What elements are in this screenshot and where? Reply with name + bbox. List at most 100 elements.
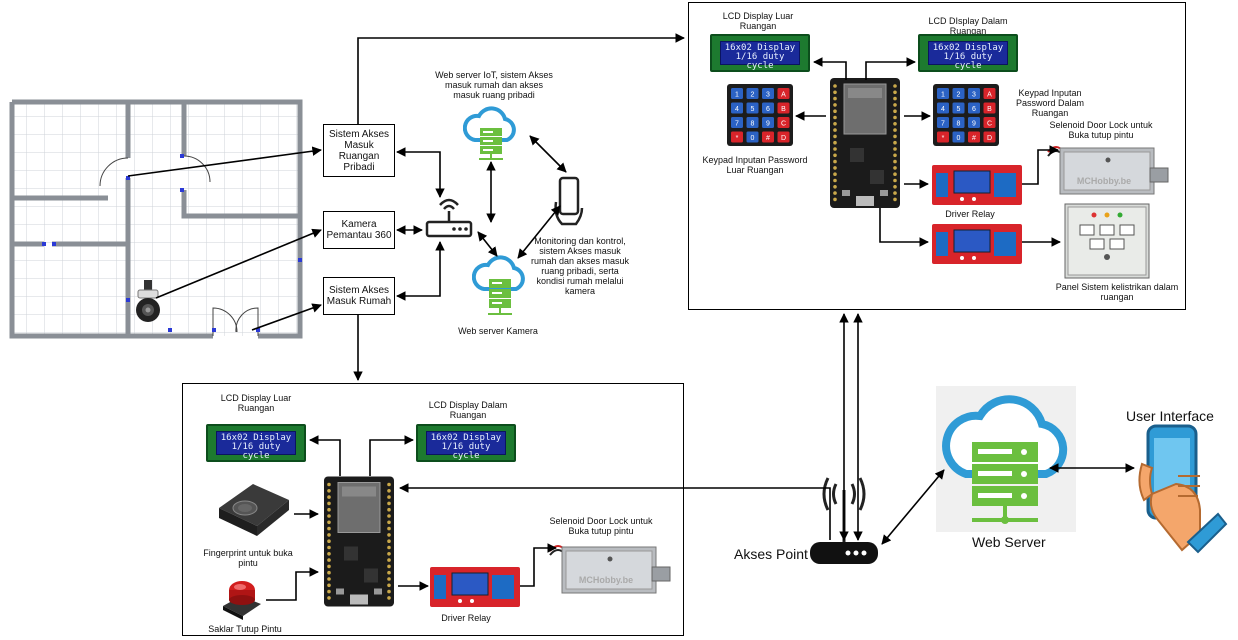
keypad-key: [968, 88, 980, 99]
keypad-key: [777, 88, 790, 99]
private-room-panel: [688, 2, 1186, 310]
private-room-access-box: Sistem Akses Masuk Ruangan Pribadi: [323, 124, 395, 177]
web-server-camera-icon: [472, 255, 525, 315]
keypad-key-label: 9: [766, 121, 770, 128]
keypad-key: [762, 88, 774, 99]
keypad-key-label: 9: [972, 121, 976, 128]
keypad-key-label: 7: [941, 121, 945, 128]
fingerprint-label: Fingerprint untuk buka pintu: [203, 548, 293, 568]
b-lcd-out-label: LCD Display Luar Ruangan: [220, 393, 292, 413]
keypad-key-label: *: [942, 135, 945, 142]
tr-solenoid-label: Selenoid Door Lock untuk Buka tutup pint…: [1049, 120, 1153, 140]
keypad-key: [762, 102, 774, 114]
keypad-key-label: 0: [751, 135, 755, 142]
tr-keypad-out-label: Keypad Inputan Password Luar Ruangan: [702, 155, 808, 175]
keypad-key-label: 1: [735, 92, 739, 99]
keypad-key: [731, 131, 743, 143]
switch-label: Saklar Tutup Pintu: [208, 624, 282, 634]
keypad-key-label: 6: [766, 106, 770, 113]
keypad-key: [952, 117, 965, 128]
keypad-key: [746, 102, 759, 114]
keypad-key: [983, 117, 996, 128]
lcd-line1: 16x02 Display: [724, 43, 796, 53]
keypad-key: [746, 117, 759, 128]
tr-relay-label: Driver Relay: [945, 209, 995, 219]
keypad-key: [968, 102, 980, 114]
tr-lcd-in-label: LCD DIsplay Dalam Ruangan: [928, 16, 1008, 36]
keypad-key-label: 3: [766, 92, 770, 99]
b-esp32-board: [324, 476, 394, 607]
tr-relay-1: [932, 165, 1022, 205]
solenoid-brand: MCHobby.be: [1077, 176, 1131, 186]
keypad-key: [937, 131, 949, 143]
b-solenoid-label: Selenoid Door Lock untuk Buka tutup pint…: [549, 516, 653, 536]
lcd-line2: 1/16 duty cycle: [441, 442, 491, 461]
keypad-key: [937, 102, 949, 114]
keypad-key-label: 3: [972, 92, 976, 99]
keypad-key-label: A: [781, 92, 786, 99]
door-close-switch-icon: [223, 581, 261, 620]
b-lcd-in-label: LCD Display Dalam Ruangan: [428, 400, 508, 420]
camera-360-icon: [136, 280, 160, 322]
access-point-label: Akses Point: [734, 546, 808, 562]
tr-keypad-in-label: Keypad Inputan Password Dalam Ruangan: [1015, 88, 1085, 118]
b-relay: [430, 567, 520, 607]
keypad-key-label: #: [972, 135, 976, 142]
keypad-key: [746, 88, 759, 99]
lcd-line1: 16x02 Display: [932, 43, 1004, 53]
web-server-iot-icon: [463, 106, 516, 160]
keypad-key-label: 8: [751, 121, 755, 128]
keypad-key: [937, 88, 949, 99]
keypad-key: [762, 131, 774, 143]
fingerprint-sensor-icon: [219, 484, 289, 536]
web-server-icon: [936, 386, 1076, 532]
keypad-key-label: 5: [751, 106, 755, 113]
keypad-key: [746, 131, 759, 143]
keypad-key: [731, 117, 743, 128]
keypad-key-label: 2: [751, 92, 755, 99]
keypad-key: [952, 102, 965, 114]
solenoid-brand: MCHobby.be: [579, 575, 633, 585]
keypad-key-label: 6: [972, 106, 976, 113]
tr-solenoid-lock: MCHobby.be: [1047, 146, 1169, 195]
keypad-key: [983, 88, 996, 99]
lcd-line1: 16x02 Display: [430, 433, 502, 443]
tr-lcd-out-label: LCD Display Luar Ruangan: [722, 11, 794, 31]
smartphone-hand-icon: [1138, 424, 1228, 554]
keypad-key-label: 5: [957, 106, 961, 113]
keypad-key: [937, 117, 949, 128]
camera-360-box: Kamera Pemantau 360: [323, 211, 395, 249]
keypad-key-label: 4: [735, 106, 739, 113]
keypad-key: [952, 131, 965, 143]
b-solenoid-lock: MCHobby.be: [549, 545, 671, 594]
keypad-key-label: C: [781, 121, 786, 128]
electrical-panel-icon: [1064, 203, 1150, 279]
keypad-key: [983, 102, 996, 114]
keypad-key-label: C: [987, 121, 992, 128]
keypad-key-label: 7: [735, 121, 739, 128]
lcd-line2: 1/16 duty cycle: [943, 52, 993, 71]
keypad-key-label: 2: [957, 92, 961, 99]
web-server-iot-label: Web server IoT, sistem Akses masuk rumah…: [435, 70, 553, 100]
lcd-line2: 1/16 duty cycle: [735, 52, 785, 71]
keypad-key: [731, 102, 743, 114]
keypad-key: [777, 131, 790, 143]
keypad-key: [968, 131, 980, 143]
keypad-key: [777, 117, 790, 128]
web-server-label: Web Server: [972, 534, 1046, 550]
router-icon: [425, 198, 473, 238]
keypad-key-label: 1: [941, 92, 945, 99]
keypad-key: [983, 131, 996, 143]
keypad-key-label: D: [781, 135, 786, 142]
lcd-line1: 16x02 Display: [220, 433, 292, 443]
keypad-key-label: B: [987, 106, 992, 113]
house-access-box: Sistem Akses Masuk Rumah: [323, 277, 395, 315]
keypad-key-label: #: [766, 135, 770, 142]
keypad-key: [777, 102, 790, 114]
house-access-panel: [182, 383, 684, 636]
keypad-key: [731, 88, 743, 99]
keypad-key-label: 8: [957, 121, 961, 128]
